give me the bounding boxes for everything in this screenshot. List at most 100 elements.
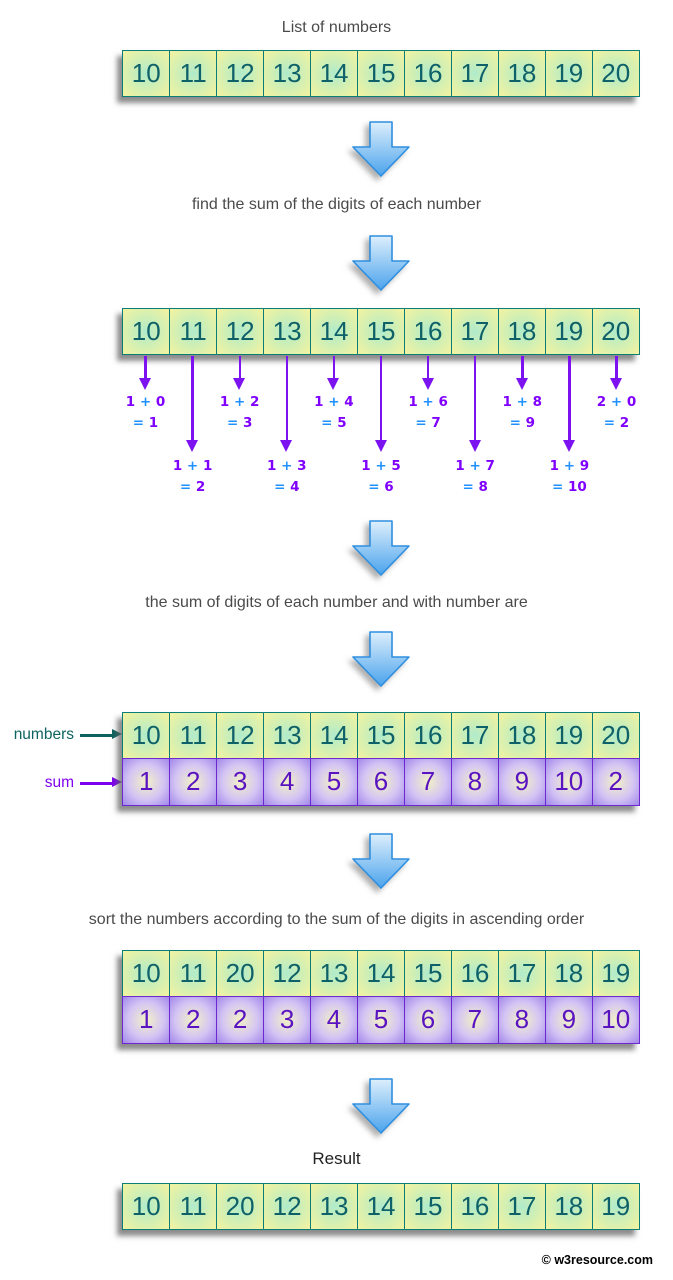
sum-cell: 2: [168, 757, 218, 806]
sum-value: 9: [525, 415, 535, 431]
digit-split-arrow: [521, 356, 524, 378]
plus-operator: +: [276, 458, 298, 474]
digit-split-arrowhead-icon: [421, 378, 434, 390]
digit: 4: [344, 394, 354, 410]
down-arrow-icon: [352, 833, 410, 889]
digit-sum-equation: 1 + 8= 9: [485, 392, 559, 434]
equals-operator: =: [179, 479, 196, 495]
number-cell: 17: [497, 1183, 547, 1230]
sum-cell: 4: [262, 757, 312, 806]
digit-split-arrow: [238, 356, 241, 378]
digit: 1: [172, 458, 183, 474]
number-cell: 15: [356, 712, 406, 759]
digit-split-arrow: [144, 356, 147, 378]
digit: 0: [626, 394, 637, 410]
number-cell: 11: [168, 308, 218, 355]
number-cell: 18: [497, 50, 547, 97]
digit: 1: [361, 458, 371, 474]
digit: 8: [532, 394, 543, 410]
sum-row-label: sum: [44, 774, 74, 791]
digit: 1: [455, 458, 465, 474]
digit: 1: [408, 394, 418, 410]
digit-sum-equation: 1 + 7= 8: [438, 456, 512, 498]
digit-split-arrowhead-icon: [327, 378, 340, 390]
number-cell: 20: [591, 308, 640, 355]
number-cell: 12: [262, 950, 312, 997]
number-cell: 12: [262, 1183, 312, 1230]
number-cell: 15: [403, 950, 453, 997]
number-cell: 15: [356, 308, 406, 355]
number-cell: 10: [122, 712, 171, 759]
digit: 5: [391, 458, 401, 474]
sum-cell: 2: [168, 995, 218, 1044]
digit: 1: [314, 394, 324, 410]
sum-cell: 8: [497, 995, 547, 1044]
equals-operator: =: [603, 415, 620, 431]
digit: 0: [155, 394, 166, 410]
sum-value: 6: [384, 479, 394, 495]
digit: 1: [267, 458, 277, 474]
digit-split-arrow: [426, 356, 430, 378]
number-cell: 12: [215, 308, 265, 355]
digit: 9: [579, 458, 590, 474]
digit-sum-equation: 2 + 0= 2: [580, 392, 654, 434]
down-arrow-icon: [352, 520, 410, 576]
number-cell: 10: [122, 50, 171, 97]
digit-sum-equation: 1 + 4= 5: [297, 392, 371, 434]
plus-operator: +: [606, 394, 627, 410]
number-cell: 16: [450, 950, 500, 997]
digit-split-arrowhead-icon: [562, 440, 575, 452]
sum-cell: 9: [544, 995, 594, 1044]
sum-cell: 6: [403, 995, 453, 1044]
sum-cell: 2: [215, 995, 265, 1044]
digit-split-arrowhead-icon: [468, 440, 481, 452]
number-cell: 20: [591, 50, 640, 97]
digit: 1: [219, 394, 230, 410]
sum-cell: 7: [403, 757, 453, 806]
digit-split-arrow: [568, 356, 571, 440]
step2-caption: the sum of digits of each number and wit…: [145, 594, 528, 611]
plus-operator: +: [559, 458, 580, 474]
digit: 1: [549, 458, 560, 474]
sum-cell: 3: [215, 757, 265, 806]
digit-sum-equation: 1 + 9= 10: [532, 456, 606, 498]
digit-sum-equation: 1 + 5= 6: [344, 456, 418, 498]
number-cell: 12: [215, 712, 265, 759]
digit-split-arrow: [191, 356, 194, 440]
digit-sum-equation: 1 + 2= 3: [203, 392, 277, 434]
sum-value: 2: [195, 479, 206, 495]
number-cell: 14: [309, 712, 359, 759]
digit: 1: [202, 458, 213, 474]
sum-cell: 3: [262, 995, 312, 1044]
page-title: List of numbers: [281, 19, 392, 36]
sum-cell: 5: [356, 995, 406, 1044]
number-cell: 17: [450, 50, 500, 97]
digit-sum-equation: 1 + 0= 1: [109, 392, 183, 434]
number-cell: 11: [168, 712, 218, 759]
sum-cell: 7: [450, 995, 500, 1044]
sum-cell: 4: [309, 995, 359, 1044]
digit-split-arrowhead-icon: [139, 378, 151, 390]
number-cell: 14: [309, 308, 359, 355]
equals-operator: =: [132, 415, 149, 431]
number-cell: 14: [356, 950, 406, 997]
sum-value: 1: [148, 415, 159, 431]
down-arrow-icon: [352, 121, 410, 177]
numbers-label-arrowhead-icon: [112, 729, 122, 739]
sum-value: 7: [431, 415, 441, 431]
number-cell: 16: [403, 712, 453, 759]
number-cell: 13: [262, 50, 312, 97]
digit: 7: [485, 458, 495, 474]
step3-caption: sort the numbers according to the sum of…: [88, 911, 585, 928]
digit-split-arrow: [615, 356, 618, 378]
number-cell: 20: [215, 1183, 265, 1230]
step1-caption: find the sum of the digits of each numbe…: [191, 196, 482, 213]
plus-operator: +: [182, 458, 203, 474]
number-cell: 17: [450, 712, 500, 759]
digit-split-arrow: [473, 356, 477, 440]
equals-operator: =: [509, 415, 526, 431]
